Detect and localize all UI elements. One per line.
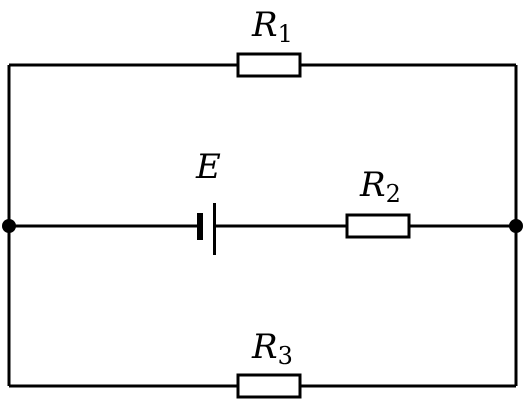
label-r3-symbol: R xyxy=(251,327,278,367)
junction-node-left xyxy=(2,219,16,233)
label-r2: R2 xyxy=(359,165,401,208)
label-r1: R1 xyxy=(251,5,293,48)
label-r2-subscript: 2 xyxy=(386,180,401,208)
battery-long-plate xyxy=(213,203,216,255)
label-r1-subscript: 1 xyxy=(278,20,293,48)
label-r1-symbol: R xyxy=(251,5,278,45)
label-r3: R3 xyxy=(251,327,293,370)
label-r3-subscript: 3 xyxy=(278,342,293,370)
resistor-r2 xyxy=(345,213,411,239)
label-battery-e: E xyxy=(195,147,221,187)
resistor-r1 xyxy=(236,52,302,78)
junction-node-right xyxy=(509,219,523,233)
battery-short-plate xyxy=(197,213,203,240)
resistor-r3 xyxy=(236,373,302,399)
battery-symbol xyxy=(197,203,216,255)
label-r2-symbol: R xyxy=(359,165,386,205)
